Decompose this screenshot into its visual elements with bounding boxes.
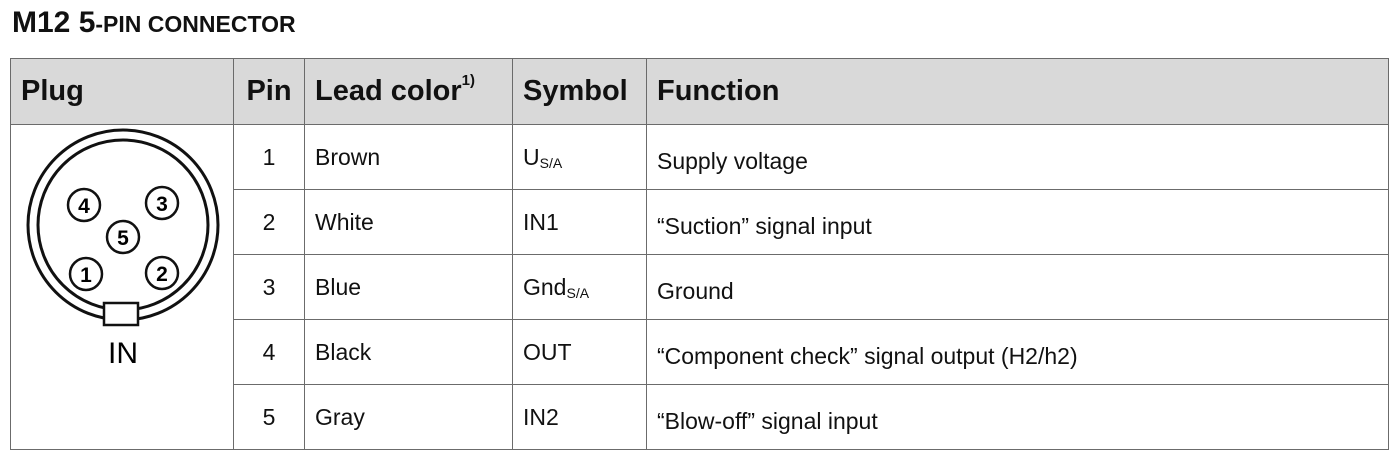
m12-plug-diagram: 4 3 5 1 2 [26, 128, 220, 370]
symbol-main: IN1 [523, 208, 559, 235]
cell-symbol: IN1 [512, 189, 647, 255]
svg-text:5: 5 [117, 227, 129, 250]
header-pin: Pin [233, 58, 305, 125]
cell-function: “Component check” signal output (H2/h2) [646, 319, 1389, 385]
cell-pin: 3 [233, 254, 305, 320]
svg-text:1: 1 [80, 264, 92, 287]
header-symbol: Symbol [512, 58, 647, 125]
cell-pin: 1 [233, 124, 305, 190]
symbol-subscript: S/A [539, 154, 563, 171]
cell-lead-color: Blue [304, 254, 513, 320]
plug-pin-5: 5 [105, 219, 141, 255]
cell-pin: 5 [233, 384, 305, 450]
footnote-marker: 1) [461, 72, 475, 90]
cell-function: Ground [646, 254, 1389, 320]
plug-diagram-cell: 4 3 5 1 2 [10, 124, 234, 450]
header-lead-color: Lead color1) [304, 58, 513, 125]
svg-text:4: 4 [78, 195, 90, 218]
header-plug: Plug [10, 58, 234, 125]
plug-coding-key [102, 301, 140, 327]
cell-symbol: IN2 [512, 384, 647, 450]
title-suffix: -PIN CONNECTOR [95, 11, 296, 37]
plug-pin-2: 2 [144, 255, 180, 291]
table-row: 4 3 5 1 2 [10, 124, 1389, 450]
symbol-main: OUT [523, 338, 572, 365]
symbol-subscript: S/A [566, 284, 590, 301]
cell-function: Supply voltage [646, 124, 1389, 190]
cell-lead-color: Gray [304, 384, 513, 450]
table-header-row: Plug Pin Lead color1) Symbol Function [10, 58, 1389, 125]
cell-lead-color: Black [304, 319, 513, 385]
table-row: 2 White IN1 “Suction” signal input [11, 189, 1389, 255]
plug-pin-1: 1 [68, 256, 104, 292]
plug-pin-4: 4 [66, 187, 102, 223]
header-function: Function [646, 58, 1389, 125]
symbol-main: IN2 [523, 403, 559, 430]
plug-label: IN [108, 337, 138, 370]
plug-pin-3: 3 [144, 185, 180, 221]
table-row: 4 Black OUT “Component check” signal out… [11, 319, 1389, 385]
symbol-main: Gnd [523, 273, 567, 300]
title-prefix: M12 5 [12, 6, 96, 39]
cell-function: “Suction” signal input [646, 189, 1389, 255]
cell-symbol: OUT [512, 319, 647, 385]
page-title: M12 5-PIN CONNECTOR [12, 6, 296, 40]
symbol-main: U [523, 143, 540, 170]
pin-assignment-table: Plug Pin Lead color1) Symbol Function 4 [10, 58, 1389, 450]
svg-text:2: 2 [156, 263, 168, 286]
cell-function: “Blow-off” signal input [646, 384, 1389, 450]
cell-lead-color: White [304, 189, 513, 255]
cell-pin: 4 [233, 319, 305, 385]
table-row: 3 Blue GndS/A Ground [11, 254, 1389, 320]
cell-symbol: US/A [512, 124, 647, 190]
cell-lead-color: Brown [304, 124, 513, 190]
cell-symbol: GndS/A [512, 254, 647, 320]
svg-text:3: 3 [156, 193, 168, 216]
cell-pin: 2 [233, 189, 305, 255]
header-lead-color-label: Lead color [315, 75, 462, 107]
